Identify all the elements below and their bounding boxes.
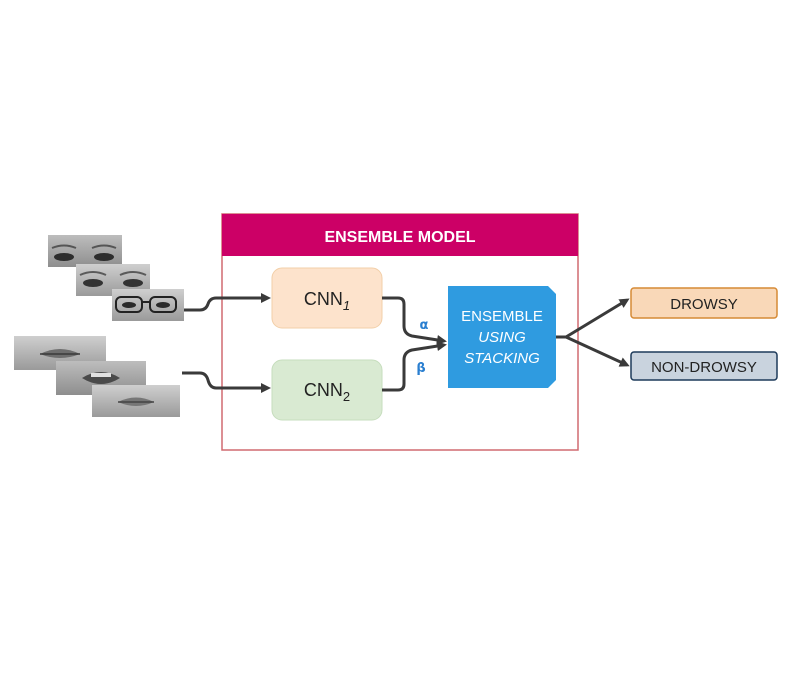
arrow-eyes-to-cnn1: [184, 293, 271, 312]
ensemble-stacking-box: [448, 286, 556, 388]
ensemble-line-3: STACKING: [464, 350, 540, 367]
eye-image-1: [48, 235, 122, 267]
ensemble-model-title: ENSEMBLE MODEL: [324, 229, 475, 246]
cnn1-label: CNN1: [304, 289, 350, 313]
cnn2-label: CNN2: [304, 380, 350, 404]
arrow-ensemble-to-non-drowsy: [565, 335, 630, 367]
ensemble-line-1: ENSEMBLE: [461, 308, 543, 325]
cnn2-label-sub: 2: [343, 389, 350, 404]
arrow-mouths-to-cnn2: [182, 371, 271, 393]
ensemble-line-2: USING: [478, 329, 526, 346]
cnn2-label-main: CNN: [304, 380, 343, 400]
beta-weight: β: [416, 361, 425, 376]
mouth-image-3: [92, 385, 180, 417]
drowsy-label: DROWSY: [670, 296, 738, 313]
cnn1-label-sub: 1: [343, 298, 350, 313]
ensemble-model-header: [222, 214, 578, 256]
arrow-cnn2-to-ensemble: [382, 341, 447, 392]
eye-image-3: [112, 289, 184, 321]
drowsy-box: [630, 287, 778, 319]
non-drowsy-box: [630, 351, 778, 381]
alpha-weight: α: [420, 318, 429, 333]
arrow-cnn1-to-ensemble: [382, 296, 447, 345]
cnn1-label-main: CNN: [304, 289, 343, 309]
non-drowsy-label: NON-DROWSY: [651, 359, 757, 376]
